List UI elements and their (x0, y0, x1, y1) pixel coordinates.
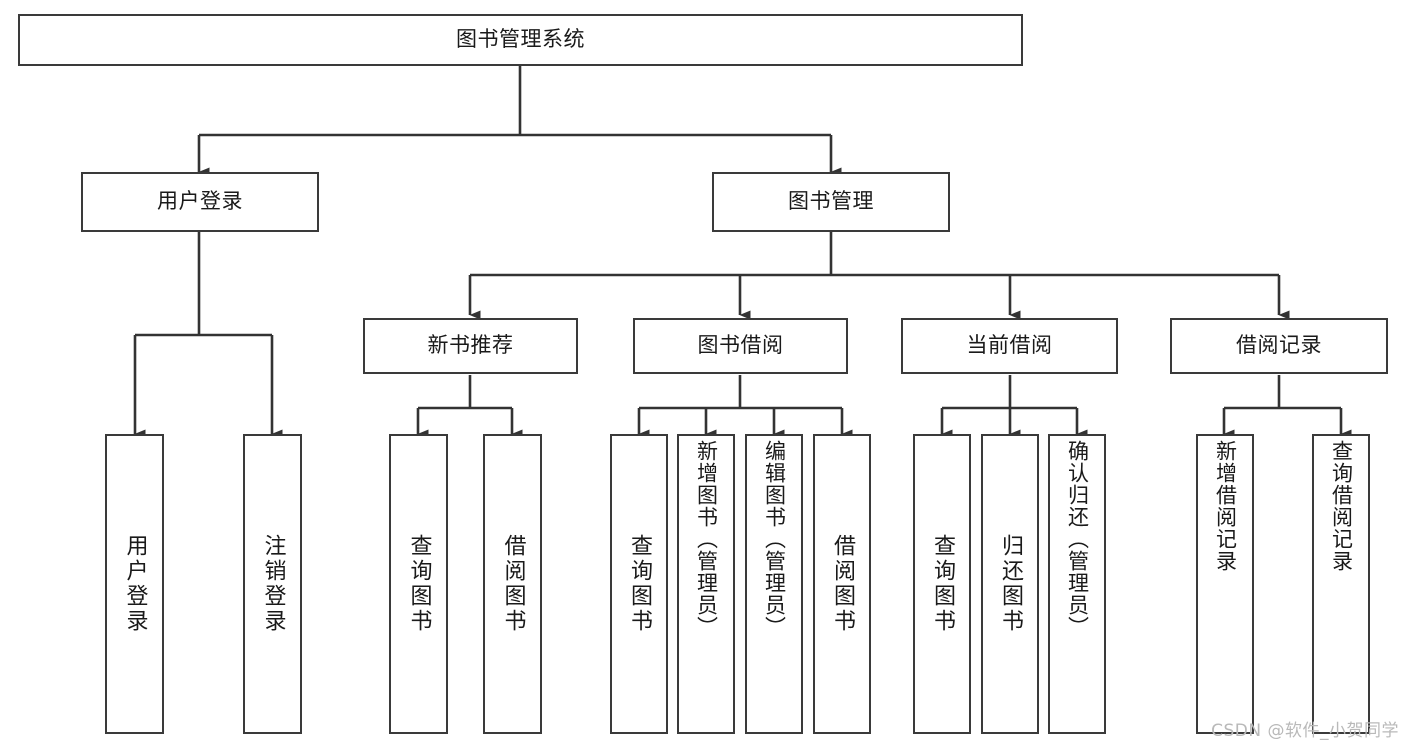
node-leaf-borrow-book-2[interactable]: 借阅图书 (813, 434, 871, 734)
node-current-borrow-label: 当前借阅 (966, 333, 1053, 358)
node-leaf-user-login[interactable]: 用户登录 (105, 434, 164, 734)
node-user-login-label: 用户登录 (157, 189, 243, 214)
node-leaf-return-book-label: 归还图书 (998, 534, 1023, 634)
node-leaf-logout-login[interactable]: 注销登录 (243, 434, 302, 734)
node-leaf-add-book[interactable]: 新增图书（管理员） (677, 434, 735, 734)
node-user-login[interactable]: 用户登录 (81, 172, 319, 232)
node-leaf-borrow-book-2-label: 借阅图书 (830, 534, 855, 634)
watermark-text: CSDN @软件_小贺同学 (1211, 721, 1399, 741)
node-current-borrow[interactable]: 当前借阅 (901, 318, 1118, 374)
node-leaf-logout-login-label: 注销登录 (260, 534, 286, 634)
node-book-borrow[interactable]: 图书借阅 (633, 318, 848, 374)
node-new-book-recommend[interactable]: 新书推荐 (363, 318, 578, 374)
node-borrow-record-label: 借阅记录 (1236, 333, 1322, 358)
node-leaf-edit-book[interactable]: 编辑图书（管理员） (745, 434, 803, 734)
node-leaf-add-book-label: 新增图书（管理员） (694, 440, 719, 638)
node-leaf-query-borrow-record-label: 查询借阅记录 (1329, 440, 1354, 572)
node-new-book-recommend-label: 新书推荐 (427, 333, 514, 358)
node-leaf-confirm-return-label: 确认归还（管理员） (1065, 440, 1090, 638)
node-leaf-confirm-return[interactable]: 确认归还（管理员） (1048, 434, 1106, 734)
node-leaf-query-book-1-label: 查询图书 (406, 534, 432, 634)
node-leaf-add-borrow-record-label: 新增借阅记录 (1213, 440, 1238, 572)
node-root[interactable]: 图书管理系统 (18, 14, 1023, 66)
node-leaf-query-borrow-record[interactable]: 查询借阅记录 (1312, 434, 1370, 734)
node-book-borrow-label: 图书借阅 (697, 333, 784, 358)
node-leaf-query-book-1[interactable]: 查询图书 (389, 434, 448, 734)
node-leaf-query-book-3[interactable]: 查询图书 (913, 434, 971, 734)
node-leaf-borrow-book-1[interactable]: 借阅图书 (483, 434, 542, 734)
node-book-manage[interactable]: 图书管理 (712, 172, 950, 232)
node-leaf-query-book-2-label: 查询图书 (627, 534, 652, 634)
node-leaf-query-book-2[interactable]: 查询图书 (610, 434, 668, 734)
node-root-label: 图书管理系统 (456, 27, 585, 52)
node-leaf-edit-book-label: 编辑图书（管理员） (762, 440, 787, 638)
node-borrow-record[interactable]: 借阅记录 (1170, 318, 1388, 374)
node-leaf-user-login-label: 用户登录 (122, 534, 148, 634)
node-leaf-borrow-book-1-label: 借阅图书 (500, 534, 526, 634)
node-leaf-add-borrow-record[interactable]: 新增借阅记录 (1196, 434, 1254, 734)
node-leaf-query-book-3-label: 查询图书 (930, 534, 955, 634)
node-leaf-return-book[interactable]: 归还图书 (981, 434, 1039, 734)
node-book-manage-label: 图书管理 (788, 189, 874, 214)
